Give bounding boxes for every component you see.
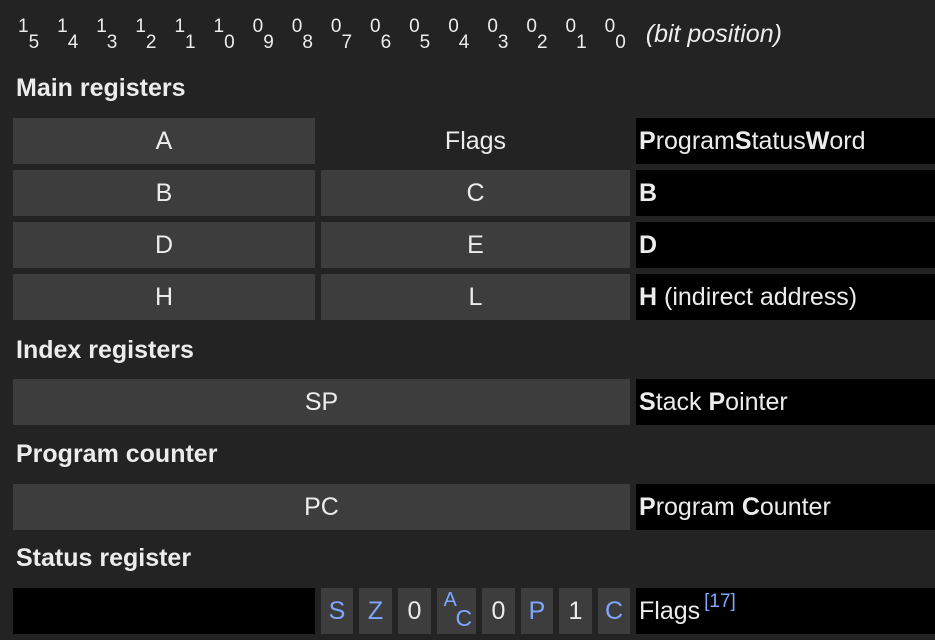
flag-reserved-0b: 0 [482,588,515,634]
flag-carry-link[interactable]: C [598,588,630,634]
desc-b: B [636,170,935,216]
register-pc: PC [13,484,630,530]
flag-reserved-1: 1 [559,588,592,634]
flag-parity-link[interactable]: P [521,588,553,634]
bit-14: 14 [57,16,79,53]
register-flags: Flags [444,126,507,155]
bit-13: 13 [96,16,118,53]
bit-07: 07 [330,16,353,53]
register-b: B [13,170,315,216]
register-c: C [321,170,630,216]
bit-10: 10 [213,16,235,53]
reference-link[interactable]: [17] [704,591,736,612]
register-sp: SP [13,379,630,425]
bit-position-note: (bit position) [645,20,782,48]
desc-flags: Flags[17] [636,588,935,634]
section-status-register: Status register [16,544,192,572]
register-l: L [321,274,630,320]
desc-h: H (indirect address) [636,274,935,320]
flag-sign-link[interactable]: S [321,588,353,634]
bit-position-header: 15 14 13 12 11 10 09 08 07 06 05 04 03 0… [18,16,782,58]
bit-15: 15 [18,16,40,53]
register-a: A [13,118,315,164]
section-program-counter: Program counter [16,440,218,468]
bit-08: 08 [291,16,313,53]
bit-12: 12 [135,16,157,53]
status-unused-bits [13,588,315,634]
bit-01: 01 [565,16,587,53]
bit-09: 09 [252,16,274,53]
bit-06: 06 [369,16,392,53]
bit-02: 02 [526,16,548,53]
bit-11: 11 [174,16,196,53]
register-d: D [13,222,315,268]
bit-04: 04 [448,16,470,53]
register-e: E [321,222,630,268]
bit-03: 03 [487,16,509,53]
bit-05: 05 [409,16,431,53]
flag-reserved-0: 0 [398,588,431,634]
flag-zero-link[interactable]: Z [359,588,392,634]
bit-00: 00 [604,16,626,53]
desc-d: D [636,222,935,268]
section-index-registers: Index registers [16,336,194,364]
register-h: H [13,274,315,320]
section-main-registers: Main registers [16,74,186,102]
